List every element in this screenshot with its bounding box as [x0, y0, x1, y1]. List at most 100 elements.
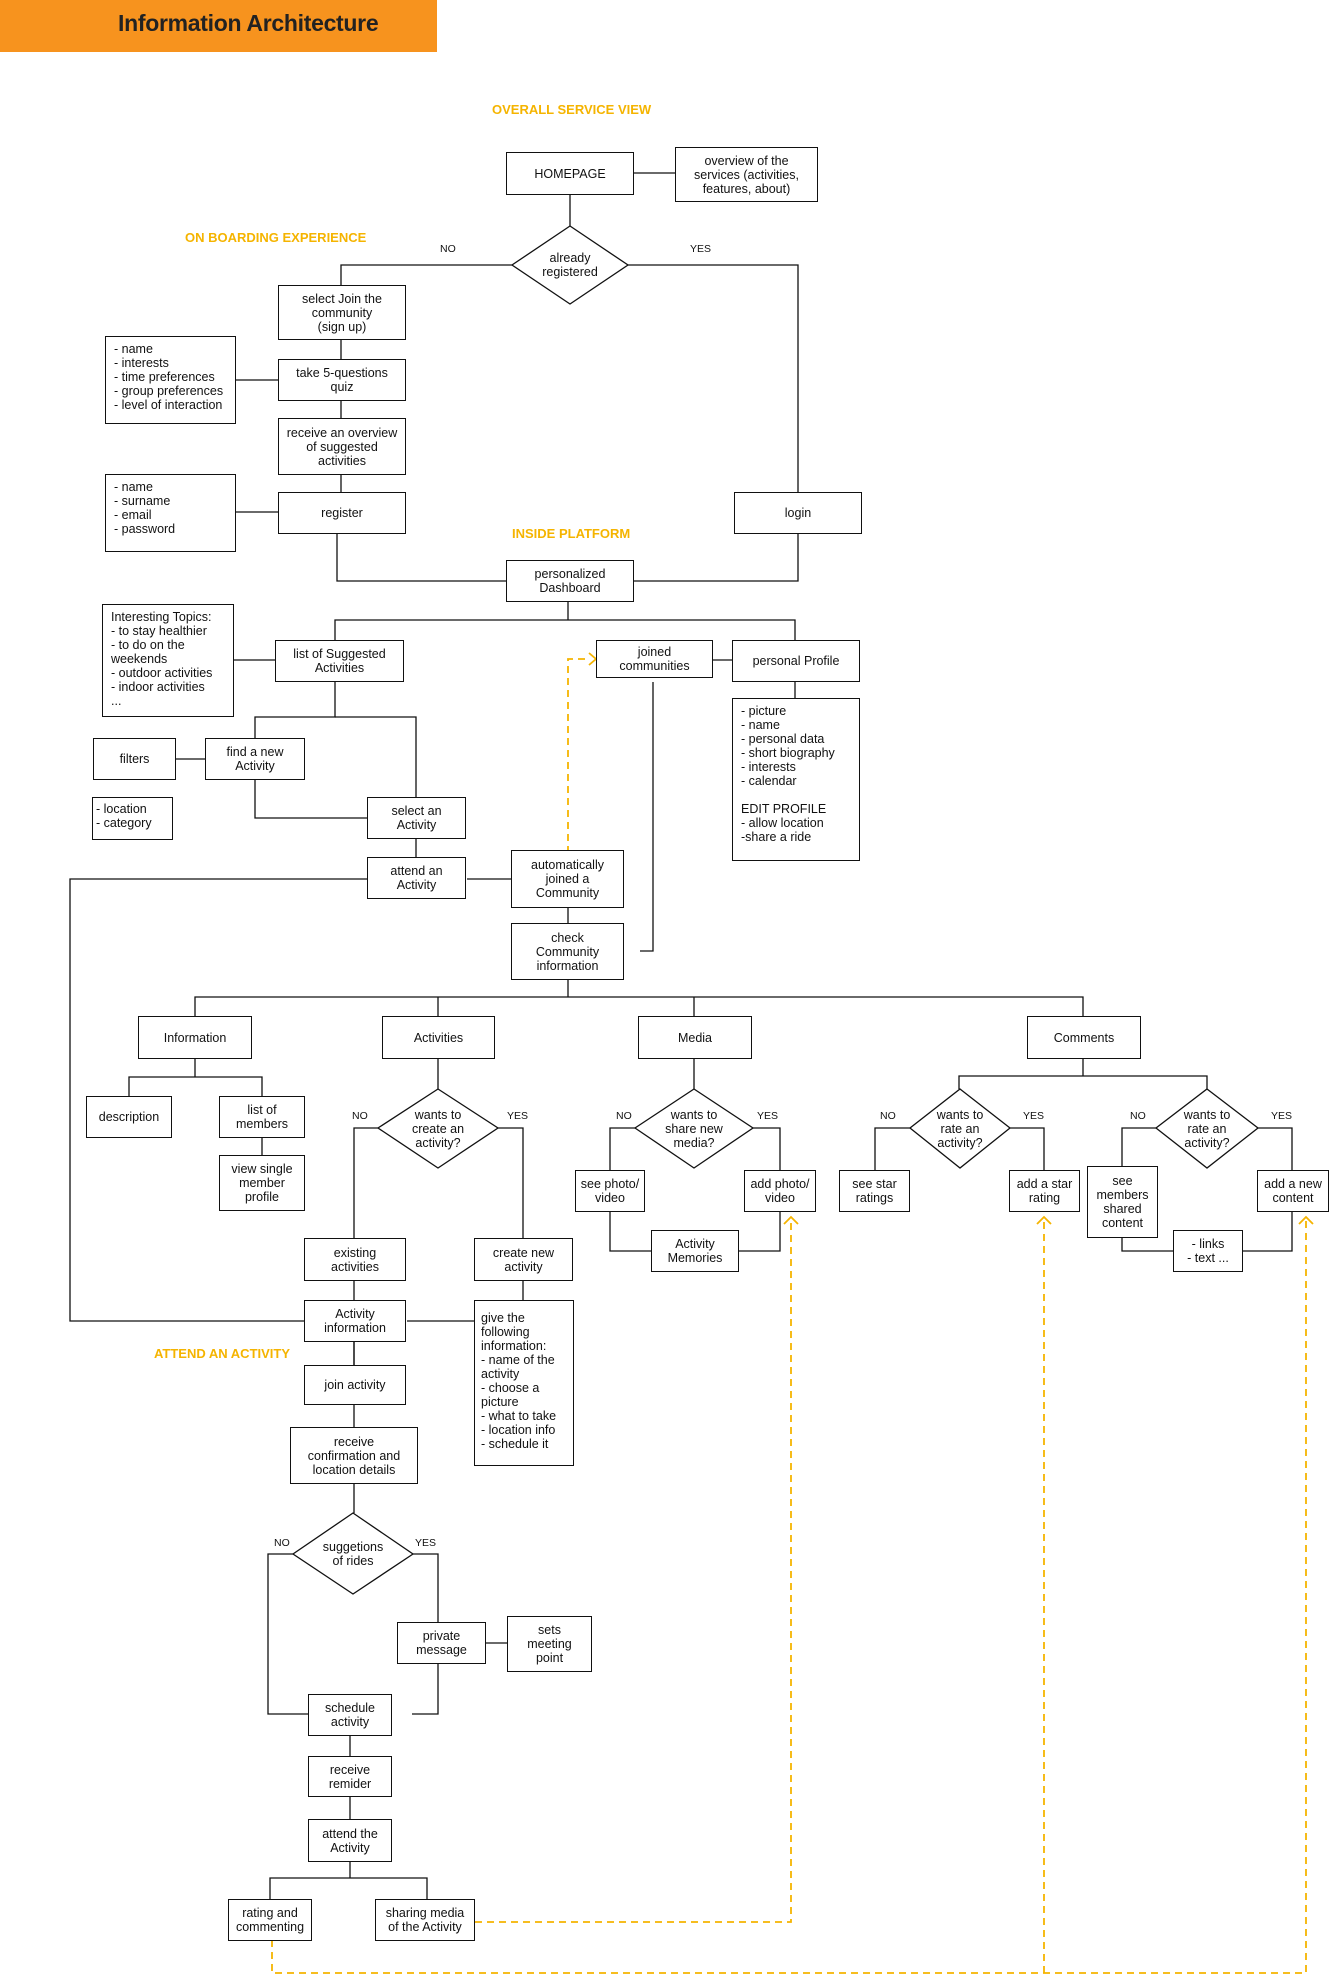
connector	[269, 1877, 428, 1899]
wants-create-decision: wants to create an activity?	[411, 1108, 465, 1150]
connector	[739, 1212, 781, 1252]
arrowhead	[588, 652, 598, 666]
header-bar	[0, 0, 437, 52]
no-label: NO	[352, 1110, 368, 1122]
filters-node: filters	[93, 738, 176, 780]
see-photo-node: see photo/ video	[575, 1170, 645, 1212]
connector	[340, 264, 512, 285]
connector	[353, 1127, 378, 1238]
schedule-node: schedule activity	[308, 1694, 392, 1736]
private-message-node: private message	[397, 1622, 486, 1664]
connector	[194, 996, 1084, 1016]
decision-diamond	[908, 1088, 1012, 1169]
arrowhead	[1036, 1215, 1052, 1225]
existing-activities-node: existing activities	[304, 1238, 406, 1281]
connector	[1121, 1238, 1173, 1252]
connector	[336, 534, 506, 582]
overview-node: overview of the services (activities, fe…	[675, 147, 818, 202]
decision-diamond	[633, 1088, 755, 1169]
join-activity-node: join activity	[304, 1365, 406, 1405]
section-title-inside: INSIDE PLATFORM	[512, 526, 631, 541]
connector	[1243, 1212, 1293, 1252]
yes-label: YES	[415, 1537, 437, 1549]
connector	[498, 1127, 524, 1238]
dashboard-node: personalized Dashboard	[506, 560, 634, 602]
confirmation-node: receive confirmation and location detail…	[290, 1427, 418, 1484]
no-label: NO	[274, 1537, 290, 1549]
yes-label: YES	[690, 243, 712, 255]
arrowhead	[1298, 1215, 1314, 1225]
quiz-node: take 5-questions quiz	[278, 359, 406, 401]
attend-the-activity-node: attend the Activity	[308, 1819, 392, 1862]
decision-diamond	[376, 1088, 500, 1169]
dashed-connector	[271, 1217, 1307, 1974]
add-star-node: add a star rating	[1009, 1170, 1080, 1212]
no-label: NO	[880, 1110, 896, 1122]
wants-rate-decision-1: wants to rate an activity?	[936, 1108, 984, 1150]
auto-join-node: automatically joined a Community	[511, 850, 624, 908]
media-node: Media	[638, 1016, 752, 1059]
comments-node: Comments	[1027, 1016, 1141, 1059]
register-fields: - name - surname - email - password	[105, 474, 236, 552]
decision-diamond	[1154, 1088, 1260, 1169]
yes-label: YES	[1271, 1110, 1293, 1122]
connector	[128, 1076, 263, 1096]
select-activity-node: select an Activity	[367, 797, 466, 839]
reminder-node: receive remider	[308, 1756, 392, 1797]
dashed-connector	[475, 1217, 792, 1923]
yes-label: YES	[757, 1110, 779, 1122]
already-registered-decision: already registered	[542, 251, 598, 279]
connector	[609, 1212, 651, 1252]
rating-commenting-node: rating and commenting	[228, 1899, 312, 1941]
section-title-onboarding: ON BOARDING EXPERIENCE	[185, 230, 367, 245]
connector	[1258, 1127, 1293, 1170]
members-node: list of members	[219, 1096, 305, 1138]
links-text-node: - links - text ...	[1173, 1230, 1243, 1272]
login-node: login	[734, 492, 862, 534]
page-title: Information Architecture	[118, 10, 379, 36]
connector	[1121, 1127, 1156, 1166]
connector	[267, 1553, 308, 1715]
profile-fields: - picture - name - personal data - short…	[732, 698, 860, 861]
rides-decision: suggetions of rides	[322, 1540, 384, 1568]
connector	[640, 682, 654, 952]
connector	[413, 1553, 439, 1622]
connector	[335, 716, 417, 797]
member-profile-node: view single member profile	[219, 1155, 305, 1211]
dashed-connector	[567, 658, 589, 865]
connector	[334, 619, 796, 640]
no-label: NO	[1130, 1110, 1146, 1122]
quiz-fields: - name - interests - time preferences - …	[105, 336, 236, 424]
information-node: Information	[138, 1016, 252, 1059]
yes-label: YES	[1023, 1110, 1045, 1122]
topics-node: Interesting Topics: - to stay healthier …	[102, 604, 234, 717]
give-information-node: give the following information: - name o…	[474, 1300, 574, 1466]
activity-information-node: Activity information	[304, 1300, 406, 1342]
connector	[254, 682, 336, 738]
no-label: NO	[440, 243, 456, 255]
add-photo-node: add photo/ video	[744, 1170, 816, 1212]
connector	[958, 1075, 1208, 1089]
overview-activities-node: receive an overview of suggested activit…	[278, 418, 406, 475]
meeting-point-node: sets meeting point	[507, 1616, 592, 1672]
activity-memories-node: Activity Memories	[651, 1230, 739, 1272]
connector	[1010, 1127, 1045, 1170]
connector	[628, 264, 799, 492]
wants-media-decision: wants to share new media?	[665, 1108, 723, 1150]
homepage-node: HOMEPAGE	[506, 152, 634, 195]
section-title-overall: OVERALL SERVICE VIEW	[492, 102, 652, 117]
star-ratings-node: see star ratings	[839, 1170, 910, 1212]
connector	[69, 878, 367, 1322]
filter-fields: - location - category	[92, 797, 173, 840]
connector	[609, 1127, 635, 1170]
section-title-attend: ATTEND AN ACTIVITY	[154, 1346, 291, 1361]
connector	[874, 1127, 910, 1170]
register-node: register	[278, 492, 406, 534]
suggested-node: list of Suggested Activities	[275, 640, 404, 682]
yes-label: YES	[507, 1110, 529, 1122]
create-activity-node: create new activity	[474, 1238, 573, 1281]
connector	[412, 1664, 439, 1715]
no-label: NO	[616, 1110, 632, 1122]
